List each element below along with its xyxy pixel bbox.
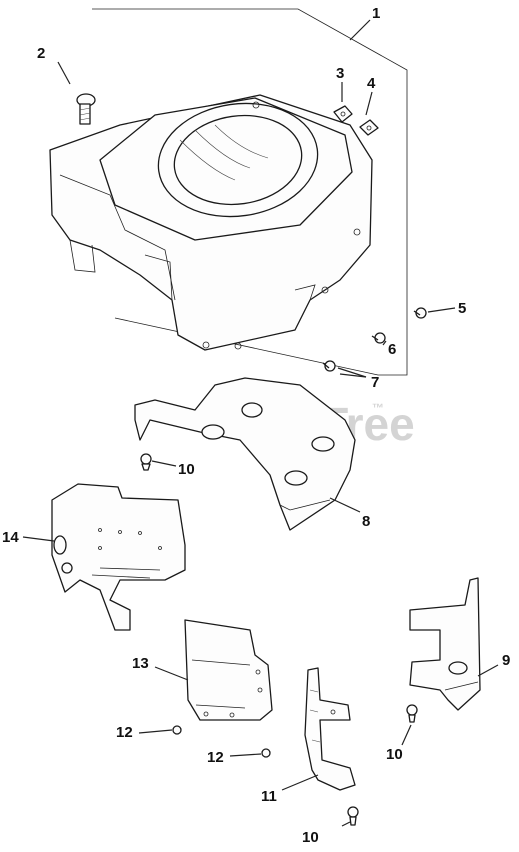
bracket-part-11[interactable]	[304, 667, 356, 791]
clip-nut-part-3[interactable]	[333, 105, 353, 123]
callout-12a: 12	[116, 724, 133, 741]
callout-5: 5	[458, 300, 466, 317]
callout-2: 2	[37, 45, 45, 62]
bracket-part-13[interactable]	[184, 619, 273, 721]
callout-7: 7	[371, 374, 379, 391]
callout-3: 3	[336, 65, 344, 82]
side-baffle-part-9[interactable]	[409, 577, 481, 711]
screw-part-6[interactable]	[371, 332, 386, 344]
screw-part-12b[interactable]	[261, 748, 271, 758]
screw-part-5[interactable]	[413, 307, 427, 319]
callout-4: 4	[367, 75, 376, 92]
screw-part-10c[interactable]	[347, 806, 359, 826]
callout-14: 14	[2, 529, 19, 546]
callout-9: 9	[502, 652, 510, 669]
bolt-part-2[interactable]	[76, 93, 96, 125]
callout-12b: 12	[207, 749, 224, 766]
callout-13: 13	[132, 655, 149, 672]
leader-lines	[22, 19, 499, 827]
clip-nut-part-4[interactable]	[359, 119, 379, 136]
screw-part-10b[interactable]	[406, 704, 418, 723]
callout-6: 6	[388, 341, 396, 358]
callout-11: 11	[261, 788, 277, 805]
screw-part-12a[interactable]	[172, 725, 182, 735]
cover-part-14[interactable]	[51, 483, 186, 631]
screw-part-10a[interactable]	[140, 453, 152, 471]
callout-10c: 10	[302, 829, 319, 846]
screw-part-7[interactable]	[322, 360, 336, 372]
callout-10a: 10	[178, 461, 195, 478]
callout-labels: 1 2 3 4 5 6 7 8 9 10 10 10 11 12 12 13 1…	[2, 5, 510, 846]
callout-1: 1	[372, 5, 380, 22]
watermark-trademark: ™	[372, 401, 384, 415]
callout-10b: 10	[386, 746, 403, 763]
callout-8: 8	[362, 513, 370, 530]
blower-housing-part[interactable]	[49, 93, 373, 351]
